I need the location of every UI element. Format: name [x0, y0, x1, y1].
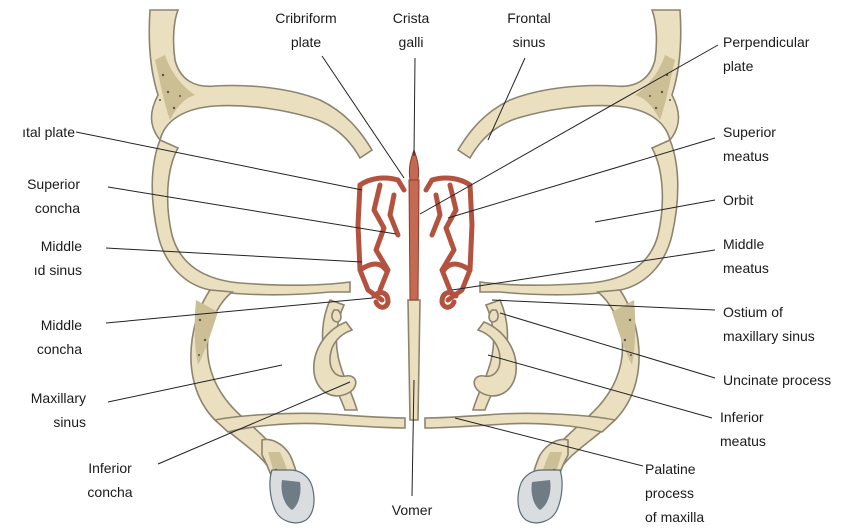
label-middle-ethmoid-sinus: Middle ıd sinus: [0, 234, 82, 282]
label-uncinate-process: Uncinate process: [723, 368, 853, 392]
label-maxillary-sinus: Maxillary sinus: [0, 386, 86, 434]
label-crista-galli: Crista galli: [376, 6, 446, 54]
label-frontal-sinus: Frontal sinus: [484, 6, 574, 54]
right-bone-structure: [425, 10, 681, 500]
ethmoid-bone: [358, 150, 472, 307]
label-inferior-meatus: Inferior meatus: [720, 405, 840, 453]
label-inferior-concha: Inferior concha: [70, 456, 150, 504]
label-middle-meatus: Middle meatus: [723, 232, 843, 280]
label-cribriform-plate: Cribriform plate: [246, 6, 366, 54]
label-middle-concha: Middle concha: [0, 313, 82, 361]
label-palatine-process: Palatine process of maxilla: [645, 457, 745, 529]
label-superior-concha: Superior concha: [0, 172, 80, 220]
label-orbital-plate: ıtal plate: [0, 120, 75, 144]
label-vomer: Vomer: [372, 498, 452, 522]
label-orbit: Orbit: [723, 188, 843, 212]
left-bone-structure: [149, 10, 405, 500]
label-perpendicular-plate: Perpendicular plate: [723, 30, 853, 78]
label-ostium-maxillary-sinus: Ostium of maxillary sinus: [723, 300, 853, 348]
label-superior-meatus: Superior meatus: [723, 120, 843, 168]
